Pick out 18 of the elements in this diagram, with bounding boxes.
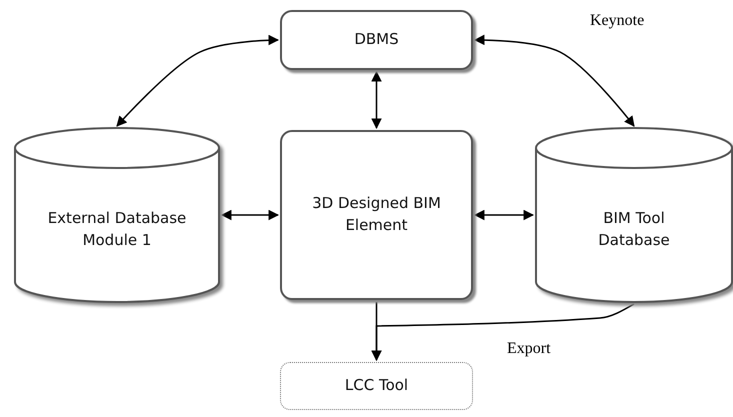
arrow bbox=[116, 34, 280, 127]
dotted-box bbox=[280, 362, 473, 410]
node-label: 3D Designed BIM Element bbox=[311, 193, 442, 236]
arrow bbox=[220, 210, 280, 220]
arrow bbox=[371, 70, 382, 130]
database-cylinder bbox=[535, 128, 733, 302]
rounded-box bbox=[280, 130, 473, 300]
edge-label: Keynote bbox=[588, 12, 646, 30]
node-label: LCC Tool bbox=[344, 375, 410, 396]
edge-label: Export bbox=[505, 340, 553, 358]
node-label: External Database Module 1 bbox=[46, 208, 188, 251]
node-label: BIM Tool Database bbox=[597, 208, 671, 251]
arrow bbox=[474, 210, 534, 220]
node-label: DBMS bbox=[353, 29, 400, 50]
rounded-box bbox=[280, 10, 473, 70]
arrow bbox=[371, 303, 634, 362]
arrow bbox=[474, 34, 635, 127]
database-cylinder bbox=[14, 128, 220, 302]
